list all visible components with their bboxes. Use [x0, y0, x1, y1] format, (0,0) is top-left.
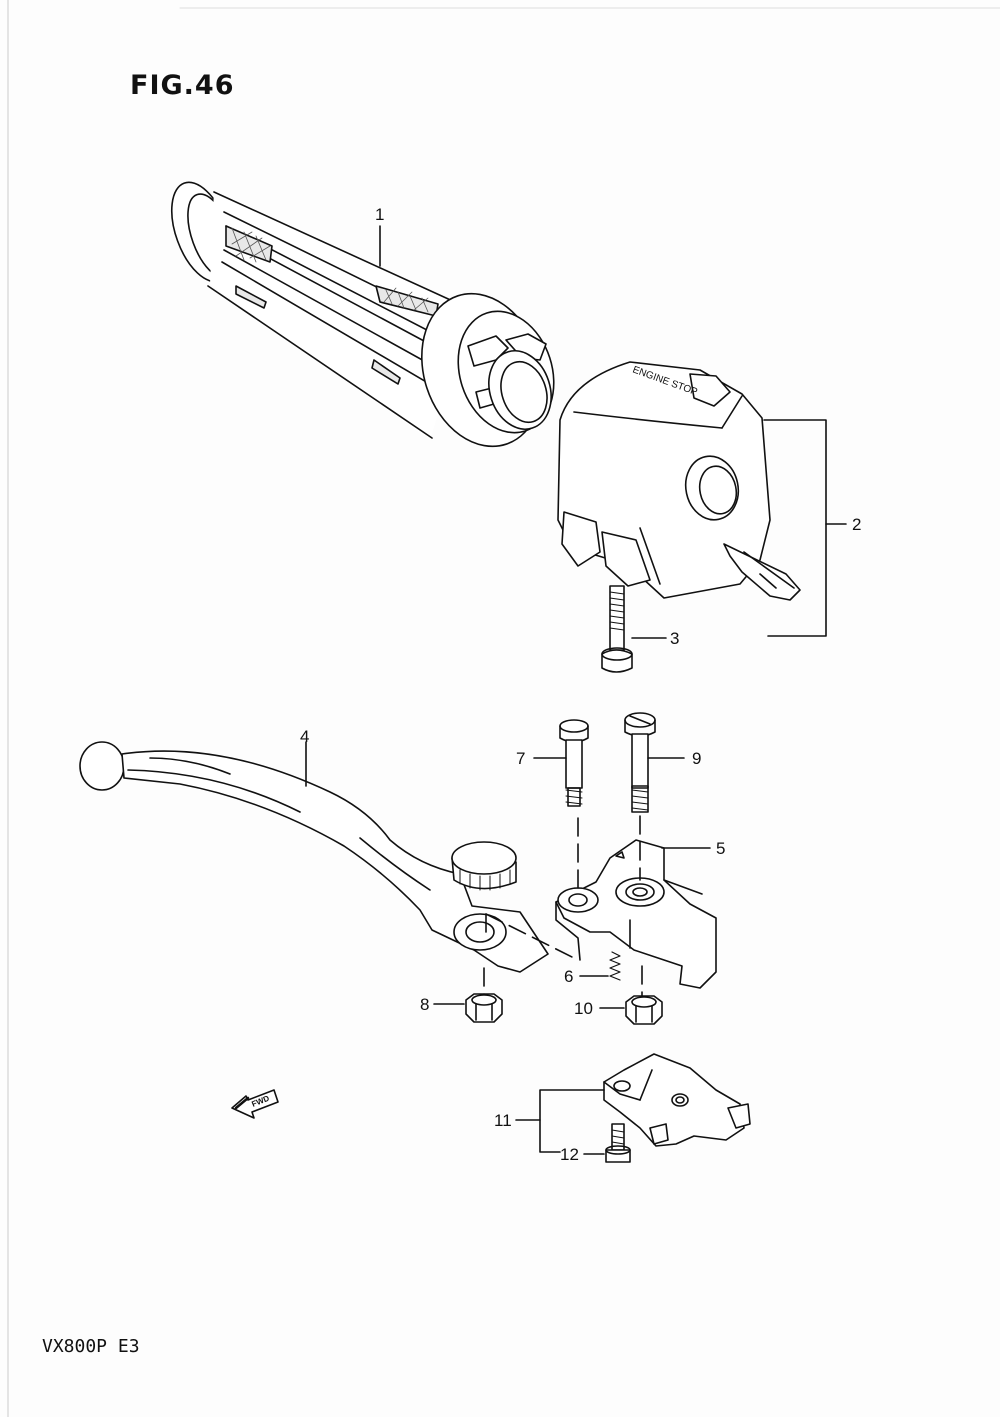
- figure-title: FIG.46: [130, 70, 235, 101]
- slotted-bolt: [625, 713, 655, 812]
- callout-7: 7: [516, 749, 526, 768]
- callout-8: 8: [420, 995, 430, 1014]
- callout-11: 11: [494, 1111, 512, 1130]
- callout-2: 2: [852, 515, 862, 534]
- spring: [610, 952, 620, 980]
- assembly-guide-lines: [484, 816, 642, 1012]
- callout-5: 5: [716, 839, 726, 858]
- pivot-bolt: [560, 720, 588, 806]
- callout-4: 4: [300, 727, 310, 746]
- holder-nut: [626, 996, 662, 1024]
- handlebar-switch-assembly: [558, 362, 800, 600]
- callout-6: 6: [564, 967, 574, 986]
- callout-9: 9: [692, 749, 702, 768]
- clutch-lever: [80, 742, 548, 972]
- callout-10: 10: [574, 999, 593, 1018]
- switch-mounting-screw: [606, 1124, 630, 1162]
- callout-bracket: [540, 1090, 604, 1152]
- callout-bracket: [764, 420, 826, 636]
- forward-direction-arrow: [232, 1090, 278, 1118]
- clutch-switch: [604, 1054, 750, 1146]
- callout-1: 1: [375, 205, 385, 224]
- lever-nut: [466, 994, 502, 1022]
- callout-3: 3: [670, 629, 680, 648]
- callout-12: 12: [560, 1145, 579, 1164]
- handlebar-grip: [160, 174, 569, 462]
- model-code: VX800P E3: [42, 1336, 140, 1357]
- lever-holder: [556, 840, 716, 988]
- switch-screw: [602, 586, 632, 672]
